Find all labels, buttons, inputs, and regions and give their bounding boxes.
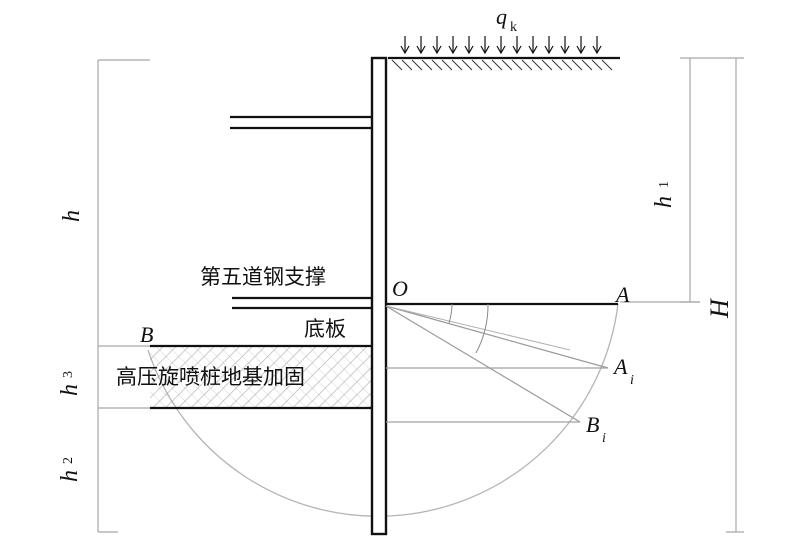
label-h1: h	[651, 196, 677, 208]
label-A: A	[614, 282, 630, 307]
jet-grout-zone-crosshatch	[150, 346, 372, 408]
label-h2: h	[57, 470, 83, 482]
angle-arc-large	[475, 303, 489, 354]
label-Ai-sub: i	[630, 373, 634, 388]
ground-soil-hatch	[391, 59, 613, 71]
label-h: h	[59, 210, 85, 222]
label-Bi: B	[586, 412, 599, 437]
label-load-q: q	[496, 4, 507, 29]
label-jet-grout: 高压旋喷桩地基加固	[116, 365, 305, 389]
radial-line-lower	[385, 305, 571, 351]
radial-line-to-Ai	[385, 305, 609, 369]
surcharge-arrows	[400, 36, 602, 55]
retaining-wall	[370, 56, 388, 536]
label-Bi-sub: i	[602, 431, 606, 446]
slip-circle-arc	[147, 303, 619, 517]
label-O: O	[392, 276, 408, 301]
label-H: H	[705, 298, 734, 319]
label-h2-sub: 2	[61, 457, 76, 464]
label-B: B	[140, 322, 153, 347]
label-fifth-strut: 第五道钢支撑	[200, 265, 326, 289]
label-floor-slab: 底板	[304, 317, 346, 341]
label-load-k: k	[510, 20, 517, 35]
label-h3-sub: 3	[61, 371, 76, 378]
label-Ai: A	[612, 354, 628, 379]
radial-line-to-Bi	[385, 305, 581, 423]
label-h1-sub: 1	[657, 181, 672, 188]
angle-arc-small	[448, 303, 453, 324]
label-h3: h	[57, 384, 83, 396]
